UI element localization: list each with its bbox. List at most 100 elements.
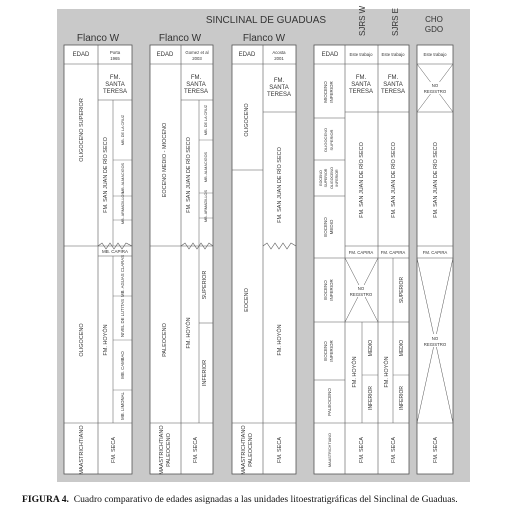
svg-text:SANTA: SANTA [105,82,125,88]
svg-text:SANTA: SANTA [383,82,403,88]
unit-san-juan: FM. SAN JUAN DE RÍO SECO [102,136,109,213]
column-cho-gdo: Este trabajo NO REGISTRO FM. SAN JUAN DE… [416,44,454,475]
svg-text:FM. CAPIRA: FM. CAPIRA [349,250,374,255]
svg-text:SUPERIOR: SUPERIOR [329,129,334,150]
header-flanco-w-2: Flanco W [159,33,202,44]
svg-text:FM. SECA: FM. SECA [111,437,117,463]
column-gomez: EDAD Gomez et al 2003 EOCENO MEDIO - MIO… [149,44,214,475]
svg-text:EOCENO: EOCENO [323,217,328,237]
svg-text:INFERIOR: INFERIOR [335,169,339,187]
svg-text:MB. ALMACIGOS: MB. ALMACIGOS [204,151,208,182]
svg-text:FM.: FM. [110,75,121,81]
svg-text:EOCENO: EOCENO [319,170,323,186]
svg-text:INFERIOR: INFERIOR [329,340,334,362]
caption-text: Cuadro comparativo de edades asignadas a… [73,494,458,505]
svg-text:REGISTRO: REGISTRO [424,342,447,347]
figure-caption: FIGURA 4. Cuadro comparativo de edades a… [22,494,502,505]
svg-text:MIOCENO: MIOCENO [323,81,328,103]
header-cho: CHO [425,15,443,24]
svg-text:FM. SECA: FM. SECA [391,437,397,463]
svg-text:FM. HOYÓN: FM. HOYÓN [276,324,283,355]
svg-text:FM. HOYÓN: FM. HOYÓN [383,356,390,387]
column-este-trabajo: EDAD Este trabajo Este trabajo NO REGIST… [313,44,410,475]
svg-text:MB. AGUAS CLARAS: MB. AGUAS CLARAS [120,255,125,297]
svg-text:SUPERIOR: SUPERIOR [399,277,405,304]
svg-text:MEDIO: MEDIO [329,219,334,234]
svg-text:TERESA: TERESA [103,89,127,95]
svg-text:EOCENO: EOCENO [323,280,328,300]
svg-text:FM. HOYÓN: FM. HOYÓN [351,356,358,387]
source-porta-year: 1965 [110,56,120,61]
age-oligoceno-superior: OLIGOCENO SUPERIOR [79,98,85,162]
svg-text:FM. CAPIRA: FM. CAPIRA [423,250,448,255]
svg-text:Este trabajo: Este trabajo [424,52,448,57]
svg-text:PALEOCENO: PALEOCENO [162,322,168,357]
svg-text:NIVEL DE LUTITAS: NIVEL DE LUTITAS [120,299,125,337]
svg-text:INFERIOR: INFERIOR [368,386,374,410]
svg-text:TERESA: TERESA [381,89,405,95]
svg-text:MB. ARMADILLOS: MB. ARMADILLOS [204,190,208,223]
caption-label: FIGURA 4. [22,494,69,505]
svg-text:FM. SAN JUAN DE RÍO SECO: FM. SAN JUAN DE RÍO SECO [432,141,439,218]
svg-text:NO: NO [358,286,365,291]
svg-text:MB. DE LA CRUZ: MB. DE LA CRUZ [204,104,208,135]
column-acosta: EDAD Acosta 2001 OLIGOCENO EOCENO MAASTR… [231,44,297,475]
svg-text:SANTA: SANTA [269,85,289,91]
svg-text:INFERIOR: INFERIOR [399,386,405,410]
svg-text:SANTA: SANTA [186,82,206,88]
svg-text:OLIGOCENO: OLIGOCENO [244,103,250,137]
svg-text:MB. ARMADILLOS: MB. ARMADILLOS [121,192,125,225]
svg-text:TERESA: TERESA [184,89,208,95]
svg-text:OLIGOCENO: OLIGOCENO [330,167,334,189]
svg-text:NO: NO [432,83,439,88]
header-sjrs-e: SJRS E [391,8,400,36]
svg-text:FM. SECA: FM. SECA [193,437,199,463]
svg-text:EOCENO MEDIO - MIOCENO: EOCENO MEDIO - MIOCENO [162,122,168,197]
svg-text:MB. LIMONAL: MB. LIMONAL [120,392,125,420]
svg-text:PALEOCENO: PALEOCENO [166,432,172,467]
svg-text:2003: 2003 [192,56,202,61]
svg-text:MAASTRICHTIANO: MAASTRICHTIANO [241,425,247,475]
svg-text:EOCENO: EOCENO [244,287,250,312]
svg-text:FM.: FM. [274,78,285,84]
svg-text:TERESA: TERESA [267,92,291,98]
header-flanco-w-1: Flanco W [77,33,120,44]
svg-text:MEDIO: MEDIO [368,340,374,357]
svg-text:FM. SAN JUAN DE RÍO SECO: FM. SAN JUAN DE RÍO SECO [276,146,283,223]
svg-text:FM. SAN JUAN DE RÍO SECO: FM. SAN JUAN DE RÍO SECO [358,141,365,218]
svg-text:EDAD: EDAD [239,52,256,58]
chart-title: SINCLINAL DE GUADUAS [206,15,327,26]
svg-text:INFERIOR: INFERIOR [329,81,334,103]
svg-text:MB. ALMACIGOS: MB. ALMACIGOS [121,162,125,193]
header-flanco-w-3: Flanco W [243,33,286,44]
svg-text:Este trabajo: Este trabajo [350,52,374,57]
svg-text:MAASTRICHTIANO: MAASTRICHTIANO [159,425,165,475]
svg-text:REGISTRO: REGISTRO [350,292,373,297]
svg-text:REGISTRO: REGISTRO [424,89,447,94]
svg-text:FM. SAN JUAN DE RÍO SECO: FM. SAN JUAN DE RÍO SECO [185,136,192,213]
svg-text:NO: NO [432,336,439,341]
svg-text:FM. CAPIRA: FM. CAPIRA [381,250,406,255]
svg-text:Gomez et al: Gomez et al [185,50,208,55]
svg-text:FM. SAN JUAN DE RÍO SECO: FM. SAN JUAN DE RÍO SECO [390,141,397,218]
age-oligoceno: OLIGOCENO [79,323,85,357]
svg-text:2001: 2001 [274,56,284,61]
svg-text:OLIGOCENO: OLIGOCENO [323,128,328,152]
svg-text:SANTA: SANTA [351,82,371,88]
svg-text:FM. SECA: FM. SECA [359,437,365,463]
unit-hoyon: FM. HOYÓN [102,324,109,355]
svg-text:FM. HOYÓN: FM. HOYÓN [185,317,192,348]
svg-text:PALEOCENO: PALEOCENO [248,432,254,467]
svg-text:INFERIOR: INFERIOR [329,279,334,301]
svg-text:SUPERIOR: SUPERIOR [202,271,208,300]
svg-text:MAASTRICHTIANO: MAASTRICHTIANO [328,433,332,467]
svg-text:Este trabajo: Este trabajo [382,52,406,57]
svg-text:MEDIO: MEDIO [399,340,405,357]
edad-label: EDAD [73,52,90,58]
age-maastrichtiano: MAASTRICHTIANO [79,425,85,475]
svg-text:FM. SECA: FM. SECA [433,437,439,463]
header-gdo: GDO [425,25,443,34]
svg-text:FM. SECA: FM. SECA [277,437,283,463]
unit-mb-capira: MB. CAPIRA [102,249,128,254]
